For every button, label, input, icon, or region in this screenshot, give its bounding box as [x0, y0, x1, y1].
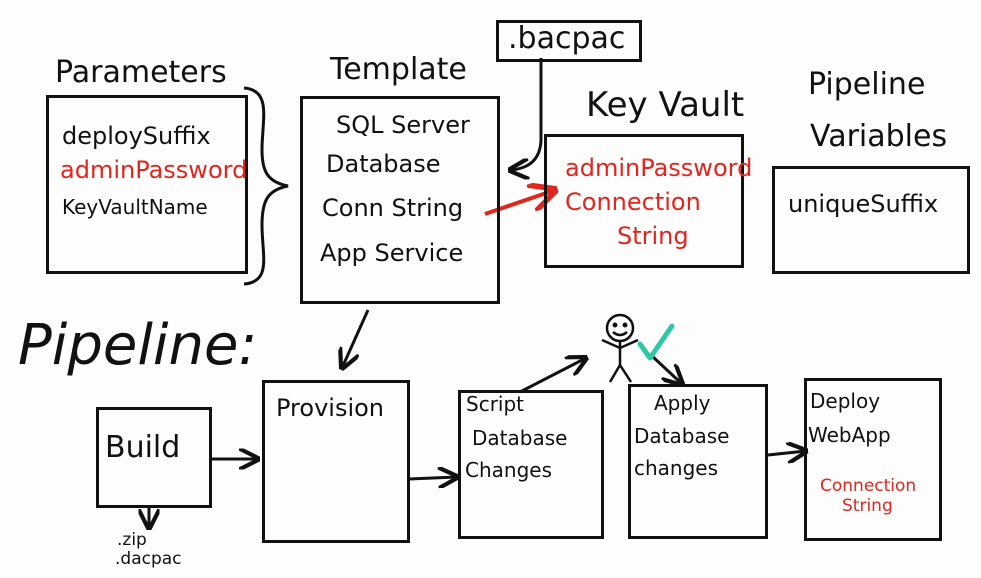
apply-to-deploy-arrow: [767, 451, 806, 455]
build-box: [96, 407, 212, 508]
template-box: [300, 96, 500, 304]
bacpac-to-template-arrow: [510, 58, 543, 170]
script-line-1: Script: [466, 392, 525, 416]
keyvault-title: Key Vault: [586, 85, 745, 125]
apply-line-3: changes: [634, 456, 719, 480]
keyvault-connection: Connection: [565, 188, 701, 216]
param-keyvaultname: KeyVaultName: [62, 195, 208, 219]
provision-label: Provision: [276, 394, 385, 422]
template-title: Template: [330, 52, 467, 87]
pipeline-variables-title-1: Pipeline: [808, 67, 926, 102]
template-appservice: App Service: [320, 239, 464, 267]
bacpac-box: [496, 20, 642, 62]
apply-line-2: Database: [634, 424, 730, 448]
deploy-connection: Connection: [820, 476, 917, 496]
build-output-zip: .zip: [117, 530, 147, 550]
parameters-brace: [243, 86, 289, 286]
template-sqlserver: SQL Server: [336, 111, 470, 139]
template-connstring: Conn String: [322, 194, 464, 222]
deploy-string: String: [842, 496, 893, 516]
parameters-title: Parameters: [55, 55, 227, 90]
script-line-3: Changes: [465, 458, 552, 482]
bacpac-label: .bacpac: [508, 21, 626, 56]
provision-box: [262, 380, 410, 543]
keyvault-box: [544, 134, 744, 268]
keyvault-string: String: [617, 222, 689, 250]
provision-to-script-arrow: [408, 477, 457, 479]
script-box: [458, 390, 604, 539]
checkmark-icon: [637, 323, 675, 361]
template-to-provision-arrow: [342, 309, 370, 368]
pipeline-variables-uniquesuffix: uniqueSuffix: [788, 190, 939, 218]
script-to-person-arrow: [519, 358, 586, 394]
pipeline-variables-title-2: Variables: [810, 119, 948, 154]
build-label: Build: [105, 430, 181, 465]
pipeline-variables-box: [772, 166, 970, 274]
parameters-box: [46, 95, 248, 274]
deploy-line-1: Deploy: [810, 389, 881, 413]
deploy-line-2: WebApp: [808, 423, 891, 447]
pipeline-title: Pipeline:: [18, 313, 258, 378]
param-deploysuffix: deploySuffix: [62, 122, 211, 150]
apply-box: [628, 384, 768, 539]
build-output-dacpac: .dacpac: [115, 549, 182, 569]
connstring-to-keyvault-arrow: [484, 190, 555, 216]
stick-figure-icon: [601, 313, 639, 383]
deploy-box: [804, 378, 942, 541]
apply-line-1: Apply: [654, 391, 711, 415]
param-adminpassword: adminPassword: [60, 156, 248, 184]
person-to-apply-arrow: [650, 354, 682, 384]
keyvault-adminpassword: adminPassword: [565, 154, 753, 182]
script-line-2: Database: [472, 426, 568, 450]
template-database: Database: [326, 150, 441, 178]
